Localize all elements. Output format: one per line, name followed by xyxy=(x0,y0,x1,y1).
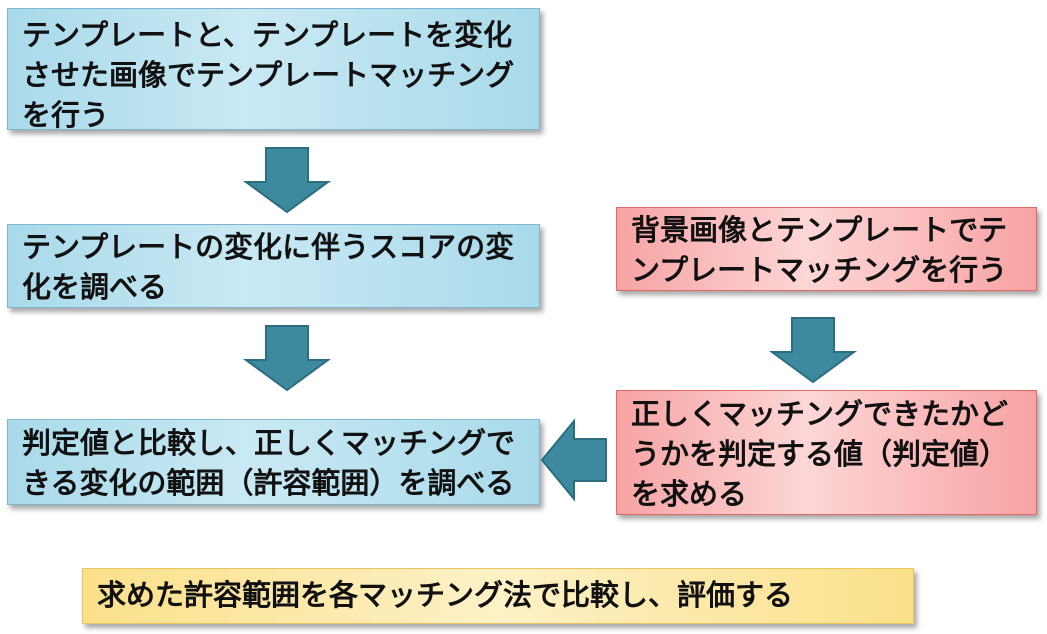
step-score-change-box: テンプレートの変化に伴うスコアの変 化を調べる xyxy=(7,224,540,308)
down-arrow-icon-1 xyxy=(242,147,332,214)
step-background-matching-box: 背景画像とテンプレートでテ ンプレートマッチングを行う xyxy=(616,207,1037,291)
step-decision-value-box: 正しくマッチングできたかど うかを判定する値（判定値） を求める xyxy=(616,390,1037,515)
final-evaluation-box: 求めた許容範囲を各マッチング法で比較し、評価する xyxy=(82,568,914,624)
step-tolerance-range-box: 判定値と比較し、正しくマッチングで きる変化の範囲（許容範囲）を調べる xyxy=(7,419,540,505)
down-arrow-icon-2 xyxy=(242,325,332,392)
left-arrow-icon xyxy=(540,418,607,502)
step-template-matching-box: テンプレートと、テンプレートを変化 させた画像でテンプレートマッチング を行う xyxy=(7,8,540,132)
down-arrow-icon-3 xyxy=(768,317,858,384)
